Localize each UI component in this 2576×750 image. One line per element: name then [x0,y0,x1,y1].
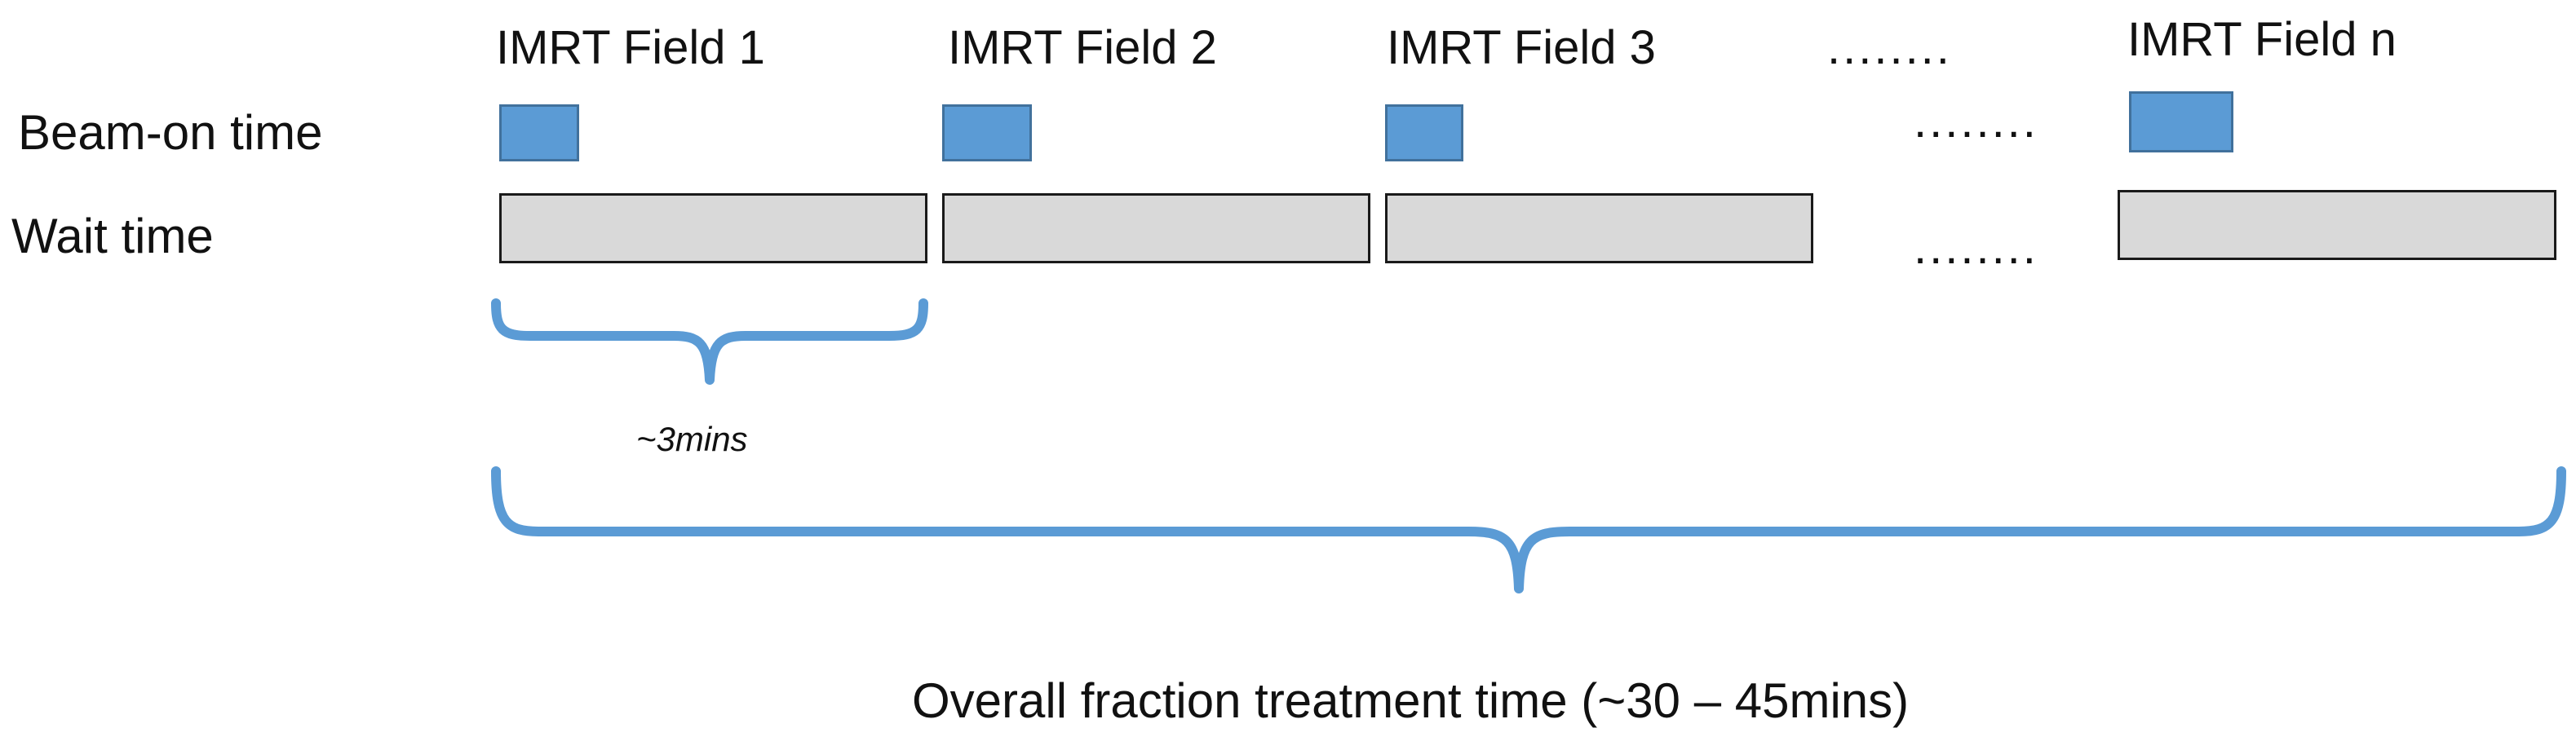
wait-time-label: Wait time [11,209,214,263]
title-row-ellipsis: ........ [1827,21,1952,74]
wait-block-field-2 [942,193,1370,263]
beam-on-block-field-1 [499,104,579,161]
overall-fraction-time-label: Overall fraction treatment time (~30 – 4… [912,673,1910,728]
field-title-2: IMRT Field 2 [948,21,1217,74]
wait-row-ellipsis: ........ [1914,221,2038,274]
beam-on-block-field-2 [942,104,1032,161]
beam-row-ellipsis: ........ [1914,95,2038,148]
field-title-1: IMRT Field 1 [496,21,765,74]
beam-on-block-field-n [2129,91,2233,152]
overall-bracket [491,466,2566,593]
field-title-3: IMRT Field 3 [1387,21,1656,74]
single-field-bracket [491,298,928,385]
field-title-n: IMRT Field n [2127,13,2397,66]
beam-on-time-label: Beam-on time [18,105,323,160]
wait-block-field-n [2118,190,2556,260]
beam-on-block-field-3 [1385,104,1463,161]
wait-block-field-1 [499,193,927,263]
wait-block-field-3 [1385,193,1813,263]
single-field-duration-label: ~3mins [636,420,748,458]
